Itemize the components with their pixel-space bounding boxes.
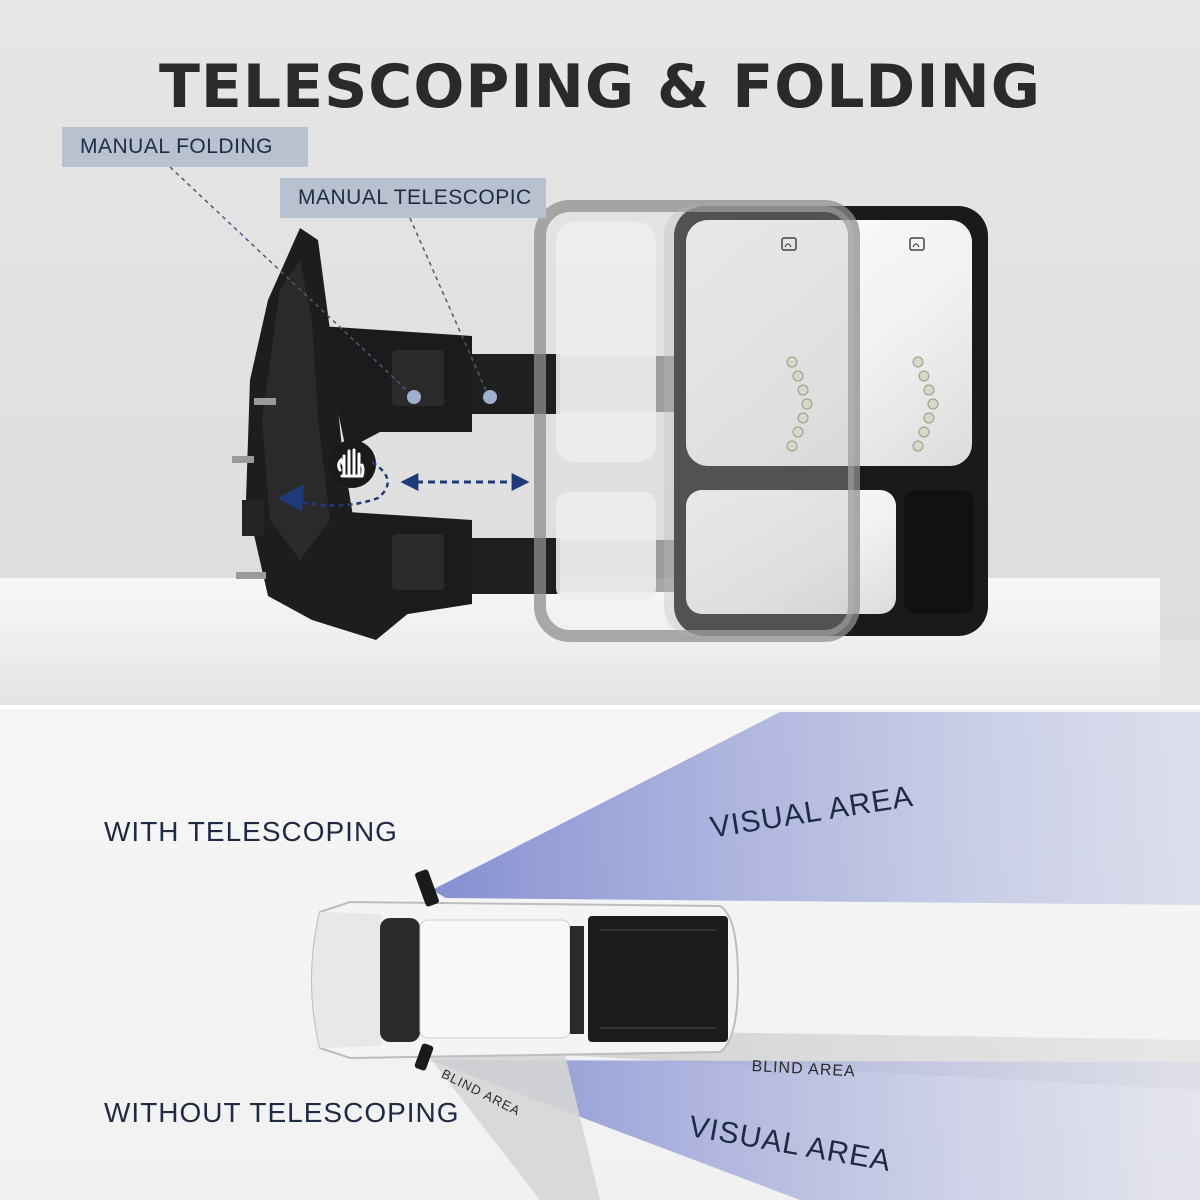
fold-rotation-arrow xyxy=(291,460,389,507)
folding-pivot-marker xyxy=(407,390,421,404)
fold-arrow-head xyxy=(278,484,304,512)
ghost-glass-top xyxy=(556,222,656,462)
lower-housing-cover xyxy=(904,490,974,614)
lower-telescopic-bar xyxy=(472,538,560,594)
hand-icon xyxy=(328,440,376,488)
extended-mirror-topview xyxy=(415,869,439,907)
standard-mirror-topview xyxy=(414,1043,434,1071)
mirror-mount-texture xyxy=(262,260,330,560)
mount-stud xyxy=(232,456,254,463)
upper-telescopic-bar xyxy=(472,354,560,414)
ghost-glass-bottom xyxy=(556,492,656,600)
truck-bed xyxy=(588,916,728,1042)
turn-signal-arrow-icon xyxy=(912,356,939,452)
visual-area-beam-bottom xyxy=(430,1060,1200,1200)
truck-hood xyxy=(312,912,382,1048)
truck-roof xyxy=(419,919,571,1039)
tow-mirror-assembly xyxy=(232,200,988,642)
heated-glass-icon xyxy=(909,237,925,251)
page-title: TELESCOPING & FOLDING xyxy=(158,52,1042,122)
telescopic-slide-marker xyxy=(483,390,497,404)
visual-area-beam-extended xyxy=(432,712,1200,905)
telescopic-leader-line xyxy=(409,217,489,396)
upper-arm-pivot xyxy=(392,350,444,406)
main-mirror-glass xyxy=(686,220,972,466)
convex-mirror-glass xyxy=(686,490,896,614)
mirror-head-ghost-outer xyxy=(534,200,860,642)
mirror-head-ghost-mid xyxy=(664,206,854,636)
truck-windshield xyxy=(380,918,420,1042)
blind-area-wedge-near xyxy=(430,1034,600,1200)
turn-signal-arrow-icon xyxy=(786,356,813,452)
without-telescoping-label: WITHOUT TELESCOPING xyxy=(104,1097,460,1128)
manual-telescopic-callout: MANUAL TELESCOPIC xyxy=(280,178,546,218)
display-shelf-side xyxy=(1160,640,1200,705)
lower-arm-pivot xyxy=(392,534,444,590)
wiring-connector xyxy=(242,500,264,536)
truck-rear-window xyxy=(570,926,584,1034)
pickup-truck-top-view xyxy=(311,900,740,1060)
mount-stud xyxy=(254,398,276,405)
heated-glass-icon xyxy=(781,237,797,251)
with-telescoping-label: WITH TELESCOPING xyxy=(104,816,398,847)
mount-stud xyxy=(236,572,266,579)
section-divider xyxy=(0,705,1200,709)
manual-folding-callout: MANUAL FOLDING xyxy=(62,127,308,167)
